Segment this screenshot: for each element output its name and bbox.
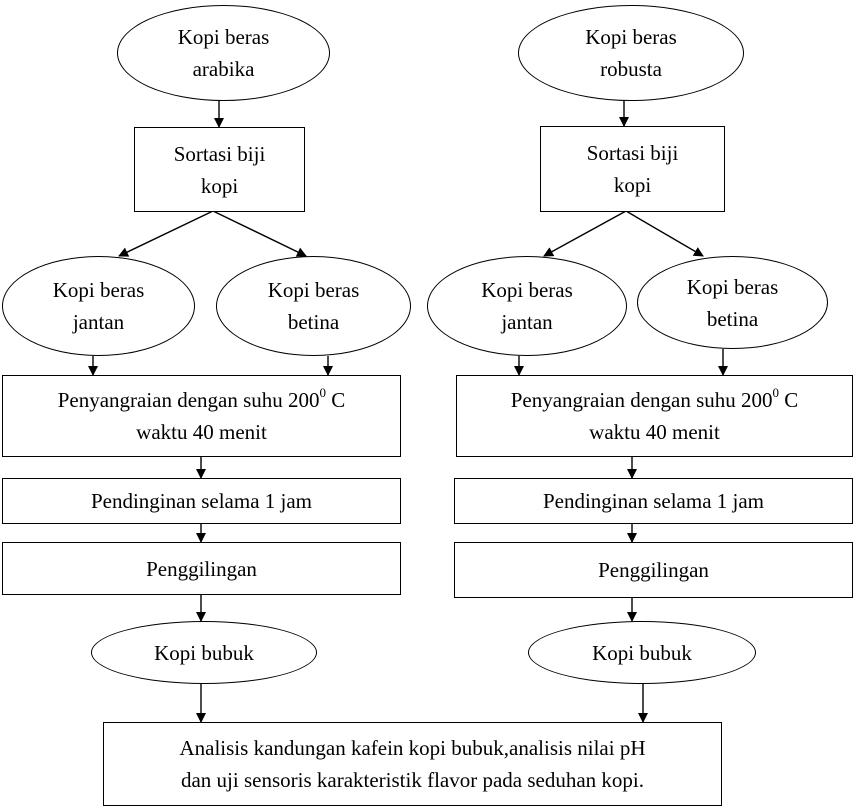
node-label: Kopi beras	[481, 278, 573, 302]
start-node-arabika: Kopi beras arabika	[117, 5, 330, 101]
sort-box-left: Sortasi biji kopi	[134, 127, 305, 212]
roast-label-unit: C	[326, 388, 346, 412]
node-label: Pendinginan selama 1 jam	[542, 489, 765, 513]
node-label: Kopi beras	[267, 278, 360, 302]
degree-superscript: 0	[319, 385, 327, 400]
node-label: Kopi bubuk	[592, 640, 692, 665]
node-label: Kopi beras	[585, 25, 677, 49]
node-label: kopi	[200, 173, 239, 198]
node-label: Kopi beras	[686, 274, 779, 299]
node-label: betina	[706, 306, 759, 331]
node-label: Sortasi biji	[173, 141, 266, 166]
betina-node-right: Kopi beras betina	[637, 256, 828, 349]
degree-superscript: 0	[772, 385, 780, 400]
cool-box-left: Pendinginan selama 1 jam	[2, 478, 401, 524]
analysis-box: Analisis kandungan kafein kopi bubuk,ana…	[103, 722, 722, 806]
roast-label-text: Penyangraian dengan suhu 200	[57, 388, 320, 412]
start-node-robusta: Kopi beras robusta	[518, 5, 744, 101]
arrow-sort-to-jantan-left	[118, 210, 214, 257]
grind-box-right: Penggilingan	[454, 542, 853, 598]
analysis-line: Analisis kandungan kafein kopi bubuk,ana…	[179, 736, 646, 760]
analysis-line: dan uji sensoris karakteristik flavor pa…	[180, 768, 645, 792]
node-label: Kopi beras	[177, 25, 270, 49]
powder-node-right: Kopi bubuk	[528, 621, 756, 684]
jantan-node-right: Kopi beras jantan	[427, 256, 627, 356]
node-label: waktu 40 menit	[136, 420, 267, 444]
betina-node-left: Kopi beras betina	[216, 256, 411, 356]
node-label: Penggilingan	[146, 556, 257, 581]
node-label: robusta	[600, 57, 662, 81]
node-label: Kopi bubuk	[154, 640, 254, 665]
powder-node-left: Kopi bubuk	[91, 621, 317, 684]
node-label: Pendinginan selama 1 jam	[90, 489, 313, 513]
arrow-sort-to-jantan-right	[543, 210, 627, 257]
node-label: arabika	[192, 57, 255, 81]
roast-box-left: Penyangraian dengan suhu 2000 C waktu 40…	[2, 375, 401, 457]
jantan-node-left: Kopi beras jantan	[2, 256, 195, 356]
node-label: waktu 40 menit	[589, 420, 720, 444]
node-label: betina	[287, 310, 340, 334]
grind-box-left: Penggilingan	[2, 542, 401, 595]
node-label: Penyangraian dengan suhu 2000 C	[511, 384, 799, 416]
node-label: jantan	[501, 310, 553, 334]
node-label: Kopi beras	[52, 278, 145, 302]
node-label: Sortasi biji	[586, 141, 679, 165]
node-label: jantan	[72, 310, 125, 334]
cool-box-right: Pendinginan selama 1 jam	[454, 478, 853, 524]
node-label: Penggilingan	[598, 558, 709, 582]
node-label: Penyangraian dengan suhu 2000 C	[58, 384, 346, 416]
arrow-sort-to-betina-left	[212, 210, 307, 257]
arrow-sort-to-betina-right	[625, 210, 704, 257]
sort-box-right: Sortasi biji kopi	[540, 126, 725, 212]
node-label: kopi	[613, 173, 652, 197]
roast-label-text: Penyangraian dengan suhu 200	[510, 388, 773, 412]
roast-box-right: Penyangraian dengan suhu 2000 C waktu 40…	[456, 375, 853, 457]
roast-label-unit: C	[779, 388, 799, 412]
